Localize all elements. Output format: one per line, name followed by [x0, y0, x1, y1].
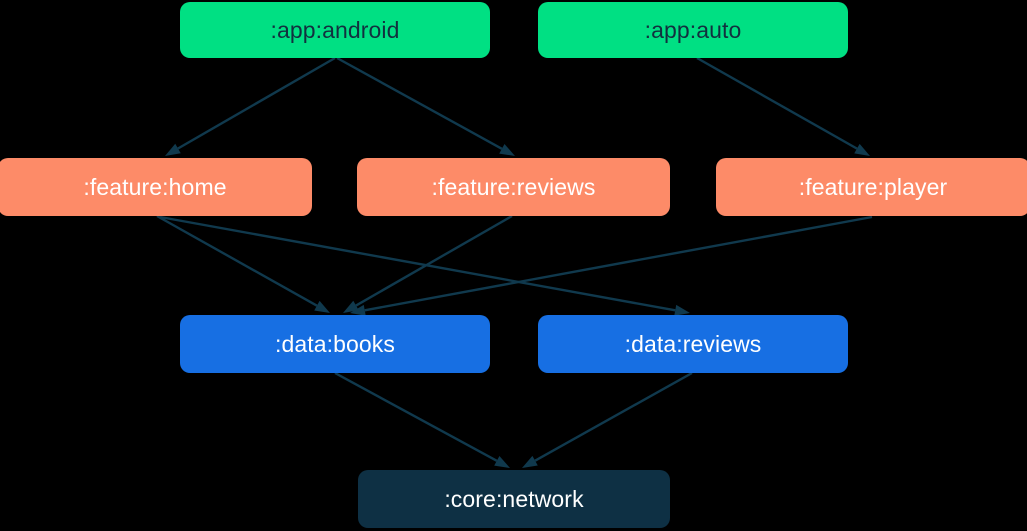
node-data-books[interactable]: :data:books [180, 315, 490, 373]
edge-app-android-to-feature-home [165, 56, 336, 156]
edge-feature-home-to-data-reviews [159, 215, 690, 316]
node-label: :core:network [444, 485, 584, 512]
edge-arrowhead-icon [499, 143, 515, 156]
edge-feature-home-to-data-books [156, 214, 330, 313]
edge-app-auto-to-feature-player [696, 56, 870, 156]
node-label: :app:auto [644, 16, 742, 43]
edge-app-android-to-feature-reviews [336, 56, 515, 156]
edge-feature-reviews-to-data-books [343, 214, 513, 313]
edge-line [156, 214, 318, 307]
edge-feature-player-to-data-books [350, 215, 873, 316]
edge-line [159, 215, 676, 312]
node-app-auto[interactable]: :app:auto [538, 2, 848, 58]
node-label: :feature:player [798, 173, 948, 200]
node-data-reviews[interactable]: :data:reviews [538, 315, 848, 373]
edge-line [364, 215, 873, 312]
edge-arrowhead-icon [854, 143, 870, 156]
node-app-android[interactable]: :app:android [180, 2, 490, 58]
edge-line [355, 214, 513, 307]
edge-arrowhead-icon [522, 455, 538, 468]
edge-line [334, 371, 498, 462]
node-core-network[interactable]: :core:network [358, 470, 670, 528]
node-label: :app:android [270, 16, 400, 43]
node-feature-player[interactable]: :feature:player [716, 158, 1027, 216]
edge-arrowhead-icon [343, 300, 359, 313]
edge-data-reviews-to-core-network [522, 371, 693, 468]
edge-arrowhead-icon [165, 143, 181, 156]
node-label: :data:reviews [624, 330, 762, 357]
edge-arrowhead-icon [494, 456, 510, 468]
edge-data-books-to-core-network [334, 371, 510, 468]
node-label: :feature:home [83, 173, 227, 200]
edge-line [696, 56, 858, 150]
edge-arrowhead-icon [314, 300, 330, 313]
node-feature-home[interactable]: :feature:home [0, 158, 312, 216]
edge-line [534, 371, 693, 462]
edge-line [177, 56, 336, 150]
edge-line [336, 56, 503, 150]
node-feature-reviews[interactable]: :feature:reviews [357, 158, 670, 216]
node-label: :data:books [274, 330, 396, 357]
node-label: :feature:reviews [431, 173, 596, 200]
